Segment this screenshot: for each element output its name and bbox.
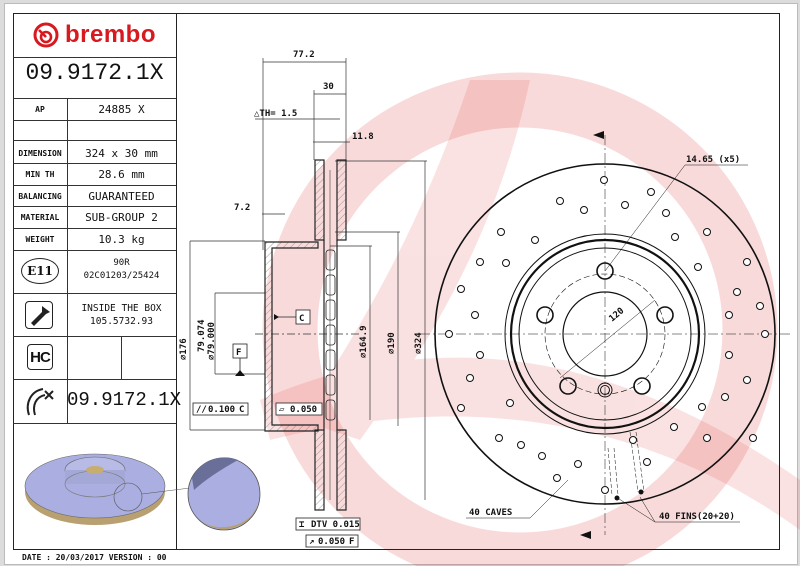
dim-d190: ⌀190 [387,332,397,354]
dim-d79-lower: ⌀79.000 [207,322,217,360]
brand-name: brembo [64,21,156,48]
min-th-value: 28.6 mm [98,168,145,181]
disc-front-view [420,135,790,535]
dim-77-2: 77.2 [293,50,315,60]
screw-icon [25,301,53,329]
dim-th-delta: △TH= 1.5 [254,109,297,119]
brake-disc-icon [23,385,57,417]
flatness-value: 0.050 [290,405,317,415]
dtv-value: DTV 0.015 [311,520,360,530]
e11-certification-icon: E11 [21,258,59,284]
parallelism-value: 0.100 [208,405,235,415]
dim-11-8: 11.8 [352,132,374,142]
runout-symbol: ↗ [309,537,314,547]
spec-table: brembo 09.9172.1X AP 24885 X DIMENSION 3… [13,13,182,550]
runout-datum: F [349,537,354,547]
screw-line2: 105.5732.93 [90,316,153,327]
dtv-symbol: ⌶ [299,520,305,530]
fins-label: 40 FINS(20+20) [659,512,735,522]
hc-icon: HC [27,344,53,370]
date-version: DATE : 20/03/2017 VERSION : 00 [22,553,167,562]
cert-line1: 90R [113,258,130,268]
datum-f: F [236,348,241,358]
cert-line2: 02C01203/25424 [83,271,160,281]
runout-value: 0.050 [318,537,345,547]
min-th-label: MIN TH [25,170,55,179]
dim-d79-upper: 79.074 [197,319,207,352]
caves-label: 40 CAVES [469,508,512,518]
parallelism-datum: C [239,405,244,415]
dim-d164-9: ⌀164.9 [359,325,369,358]
brembo-logo-icon [33,22,59,48]
dim-d324: ⌀324 [414,332,424,354]
cross-drill-holes [445,176,769,494]
weight-value: 10.3 kg [98,233,145,246]
flatness-symbol: ▱ [279,405,285,415]
ap-label: AP [35,105,45,114]
material-label: MATERIAL [20,213,60,222]
dim-30: 30 [323,82,334,92]
dim-7-2: 7.2 [234,203,250,213]
disc-3d-render [24,453,261,531]
pcd-label: 120 [608,306,627,324]
brembo-logo: brembo [13,13,176,57]
dimension-value: 324 x 30 mm [85,147,158,160]
parallelism-symbol: // [196,405,207,415]
drawing-frame [13,13,780,550]
datum-c: C [299,314,304,324]
screw-line1: INSIDE THE BOX [81,303,162,314]
dimension-label: DIMENSION [18,149,62,158]
dim-d176: ⌀176 [179,338,189,360]
footer-part-number: 09.9172.1X [67,389,182,411]
balancing-label: BALANCING [18,192,62,201]
balancing-value: GUARANTEED [88,190,155,203]
material-value: SUB-GROUP 2 [85,211,158,224]
bolt-hole-label: 14.65 (x5) [686,155,740,165]
weight-label: WEIGHT [25,235,55,244]
ap-value: 24885 X [98,103,145,116]
part-number: 09.9172.1X [25,60,164,86]
